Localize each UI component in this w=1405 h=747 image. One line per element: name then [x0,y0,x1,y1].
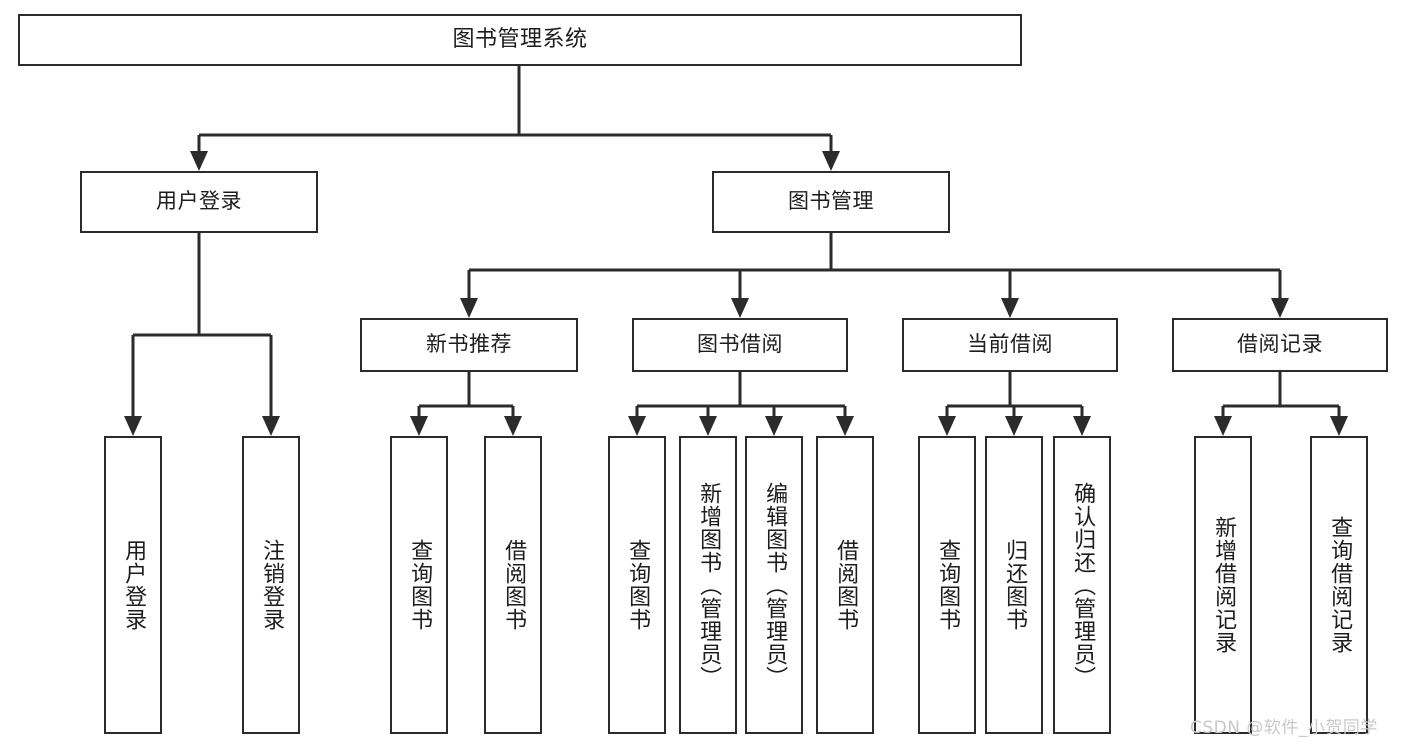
node-label: 借阅图书 [501,539,527,631]
node-label: 用户登录 [156,189,242,214]
c-user-login-arrow-0 [124,416,142,436]
node-label: 注销登录 [259,539,285,631]
node-leaf-query-book-2[interactable]: 查询图书 [608,436,666,734]
c-book-admin-arrow-2 [1001,298,1019,318]
node-leaf-add-book[interactable]: 新增图书（管理员） [679,436,737,734]
node-label: 图书管理系统 [452,26,588,52]
node-leaf-query-book-1[interactable]: 查询图书 [390,436,448,734]
node-book-borrow[interactable]: 图书借阅 [632,318,848,372]
node-label: 归还图书 [1002,539,1028,631]
node-label: 查询图书 [935,539,961,631]
c-book-borrow-arrow-0 [628,416,646,436]
c-user-login-arrow-1 [262,416,280,436]
node-label: 当前借阅 [967,332,1053,357]
node-leaf-query-record[interactable]: 查询借阅记录 [1310,436,1368,734]
node-leaf-confirm-return[interactable]: 确认归还（管理员） [1053,436,1111,734]
node-leaf-query-book-3[interactable]: 查询图书 [918,436,976,734]
c-new-book-arrow-1 [504,416,522,436]
c-book-borrow-arrow-1 [699,416,717,436]
node-user-login[interactable]: 用户登录 [80,171,318,233]
node-label: 新增借阅记录 [1211,516,1237,654]
c-borrow-record-arrow-0 [1214,416,1232,436]
node-label: 确认归还（管理员） [1070,481,1096,689]
node-current-borrow[interactable]: 当前借阅 [902,318,1118,372]
node-leaf-borrow-book-1[interactable]: 借阅图书 [484,436,542,734]
node-label: 新增图书（管理员） [696,481,722,689]
node-borrow-record[interactable]: 借阅记录 [1172,318,1388,372]
node-leaf-edit-book[interactable]: 编辑图书（管理员） [745,436,803,734]
c-current-borrow-arrow-2 [1073,416,1091,436]
node-leaf-borrow-book-2[interactable]: 借阅图书 [816,436,874,734]
node-leaf-user-login[interactable]: 用户登录 [104,436,162,734]
c-root-arrow-1 [822,151,840,171]
c-borrow-record-arrow-1 [1330,416,1348,436]
node-label: 新书推荐 [426,332,512,357]
c-book-admin-arrow-3 [1271,298,1289,318]
node-book-admin[interactable]: 图书管理 [712,171,950,233]
c-current-borrow-arrow-0 [938,416,956,436]
c-new-book-arrow-0 [410,416,428,436]
node-leaf-logout[interactable]: 注销登录 [242,436,300,734]
c-book-admin-arrow-1 [731,298,749,318]
node-label: 查询图书 [625,539,651,631]
node-label: 借阅图书 [833,539,859,631]
c-root-arrow-0 [190,151,208,171]
node-label: 用户登录 [121,539,147,631]
node-label: 查询借阅记录 [1327,516,1353,654]
node-label: 图书管理 [788,189,874,214]
node-new-book-recommend[interactable]: 新书推荐 [360,318,578,372]
node-label: 图书借阅 [697,332,783,357]
node-label: 查询图书 [407,539,433,631]
c-book-admin-arrow-0 [460,298,478,318]
c-current-borrow-arrow-1 [1005,416,1023,436]
node-leaf-add-record[interactable]: 新增借阅记录 [1194,436,1252,734]
node-leaf-return-book[interactable]: 归还图书 [985,436,1043,734]
node-label: 借阅记录 [1237,332,1323,357]
c-book-borrow-arrow-2 [765,416,783,436]
node-root[interactable]: 图书管理系统 [18,14,1022,66]
c-book-borrow-arrow-3 [836,416,854,436]
node-label: 编辑图书（管理员） [762,481,788,689]
